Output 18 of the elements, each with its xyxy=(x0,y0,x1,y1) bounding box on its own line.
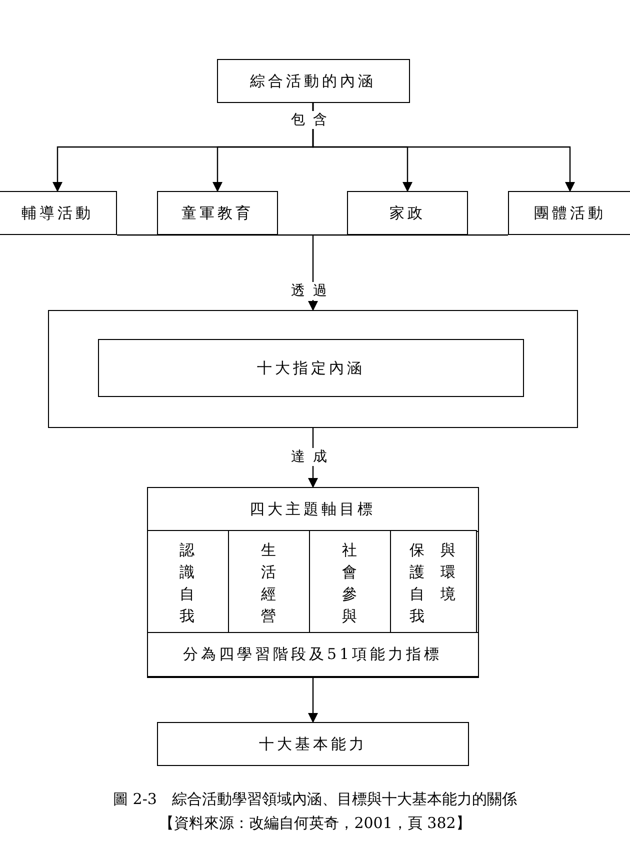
frame-box xyxy=(48,310,578,428)
process-box: 分為四學習階段及51項能力指標 xyxy=(146,632,478,677)
process-box: 輔導活動 xyxy=(0,191,117,235)
table-cell: 社會參與 xyxy=(309,530,392,634)
process-box: 童軍教育 xyxy=(157,191,278,235)
source-note: 【資料來源：改編自何英奇，2001，頁 382】 xyxy=(158,814,472,833)
table-cell: 保護自我與環境 xyxy=(390,530,477,634)
table-frame xyxy=(147,487,479,678)
arrow xyxy=(116,234,509,311)
arrow xyxy=(312,103,575,192)
figure-caption: 圖 2-3 綜合活動學習領域內涵、目標與十大基本能力的關係 xyxy=(112,790,518,809)
process-box: 家政 xyxy=(347,191,468,235)
arrow xyxy=(308,678,318,723)
process-box: 十大基本能力 xyxy=(157,722,469,766)
process-box: 團體活動 xyxy=(508,191,630,235)
process-box: 十大指定內涵 xyxy=(98,339,524,397)
table-cell: 生活經營 xyxy=(228,530,311,634)
process-box: 綜合活動的內涵 xyxy=(216,59,410,103)
